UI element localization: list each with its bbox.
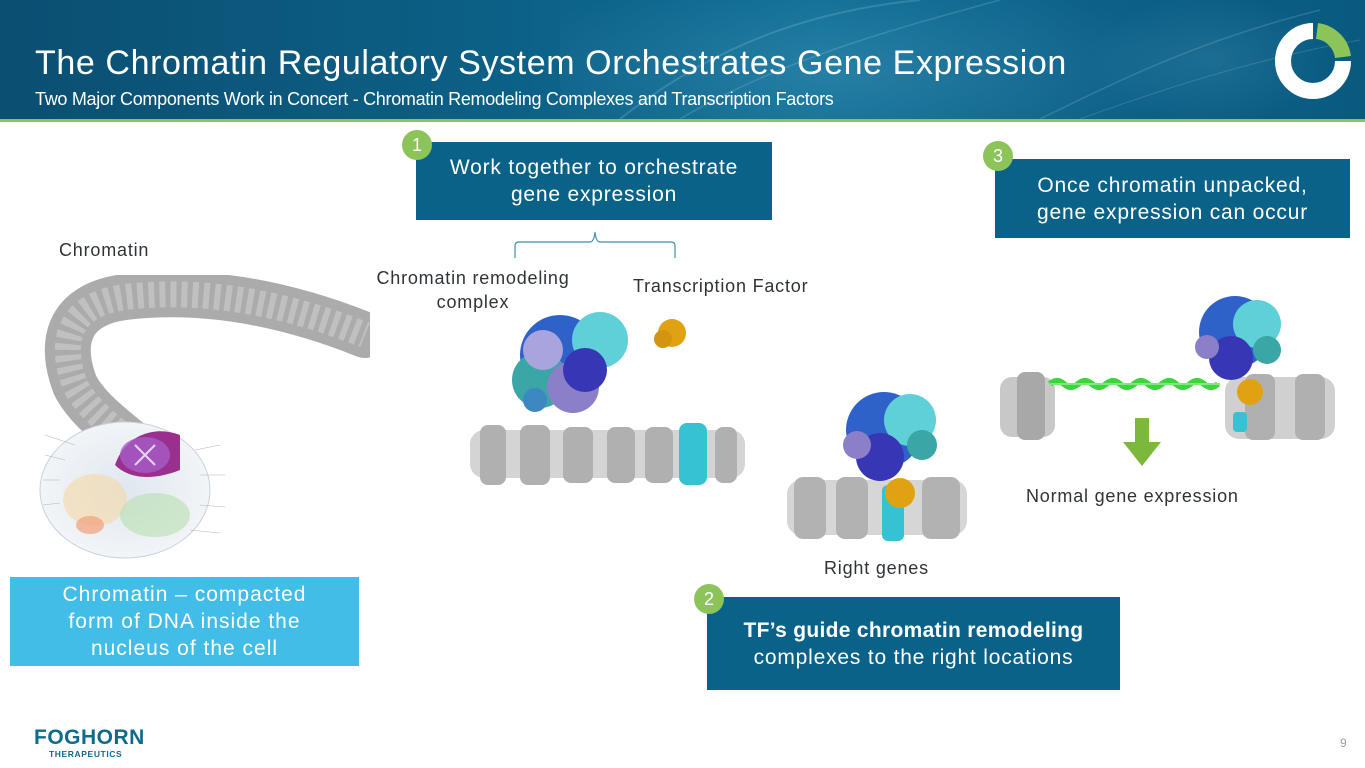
chromatin-remodeling-complex-label-line-1: Chromatin remodeling bbox=[376, 268, 570, 288]
chromatin-remodeling-complex-label: Chromatin remodeling complex bbox=[365, 266, 581, 314]
step-3-badge: 3 bbox=[983, 141, 1013, 171]
logo-wordmark: FOGHORN bbox=[34, 726, 145, 749]
step-2-badge: 2 bbox=[694, 584, 724, 614]
page-number: 9 bbox=[1340, 736, 1347, 750]
chromatin-definition-box: Chromatin – compacted form of DNA inside… bbox=[10, 577, 359, 666]
foghorn-therapeutics-logo: FOGHORN THERAPEUTICS bbox=[34, 726, 145, 759]
step-2-line: complexes to the right locations bbox=[753, 645, 1074, 669]
step-3-box: Once chromatin unpacked, gene expression… bbox=[995, 159, 1350, 238]
normal-gene-expression-label: Normal gene expression bbox=[1026, 486, 1239, 506]
transcription-factor-graphic bbox=[654, 319, 686, 348]
grouping-bracket bbox=[514, 231, 676, 258]
step-3-line-1: Once chromatin unpacked, bbox=[1037, 173, 1308, 197]
step-3-line-2: gene expression can occur bbox=[1037, 200, 1308, 224]
remodeler-bound-to-chromatin-illustration bbox=[787, 392, 967, 541]
logo-subtitle: THERAPEUTICS bbox=[49, 749, 123, 759]
foghorn-ring-icon bbox=[1275, 23, 1351, 99]
right-genes-label: Right genes bbox=[824, 558, 929, 578]
remodeler-and-tf-separate-illustration bbox=[470, 312, 745, 485]
transcription-factor-label: Transcription Factor bbox=[633, 276, 809, 296]
nucleosome-array-graphic bbox=[470, 423, 745, 485]
step-1-box: Work together to orchestrate gene expres… bbox=[416, 142, 772, 220]
slide-title: The Chromatin Regulatory System Orchestr… bbox=[35, 44, 1067, 82]
slide-subtitle: Two Major Components Work in Concert - C… bbox=[35, 89, 834, 109]
step-2-box: TF’s guide chromatin remodeling complexe… bbox=[707, 597, 1120, 690]
chromatin-remodeling-complex-label-line-2: complex bbox=[436, 292, 510, 312]
cell-chromatin-illustration bbox=[39, 275, 370, 559]
slide-header: The Chromatin Regulatory System Orchestr… bbox=[0, 0, 1365, 119]
step-2-bold-line: TF’s guide chromatin remodeling bbox=[743, 618, 1084, 642]
chromatin-remodeling-complex-graphic bbox=[512, 312, 628, 413]
chromatin-definition-line-1: Chromatin – compacted bbox=[62, 583, 307, 606]
arrow-down-icon bbox=[1123, 418, 1161, 466]
step-1-line-1: Work together to orchestrate bbox=[449, 156, 739, 179]
step-1-badge: 1 bbox=[402, 130, 432, 160]
chromatin-definition-line-3: nucleus of the cell bbox=[90, 637, 279, 660]
chromatin-label: Chromatin bbox=[59, 240, 150, 260]
chromatin-definition-line-2: form of DNA inside the bbox=[68, 610, 301, 633]
header-divider bbox=[0, 119, 1365, 122]
step-1-line-2: gene expression bbox=[510, 183, 678, 206]
unpacked-chromatin-illustration bbox=[1000, 296, 1335, 440]
